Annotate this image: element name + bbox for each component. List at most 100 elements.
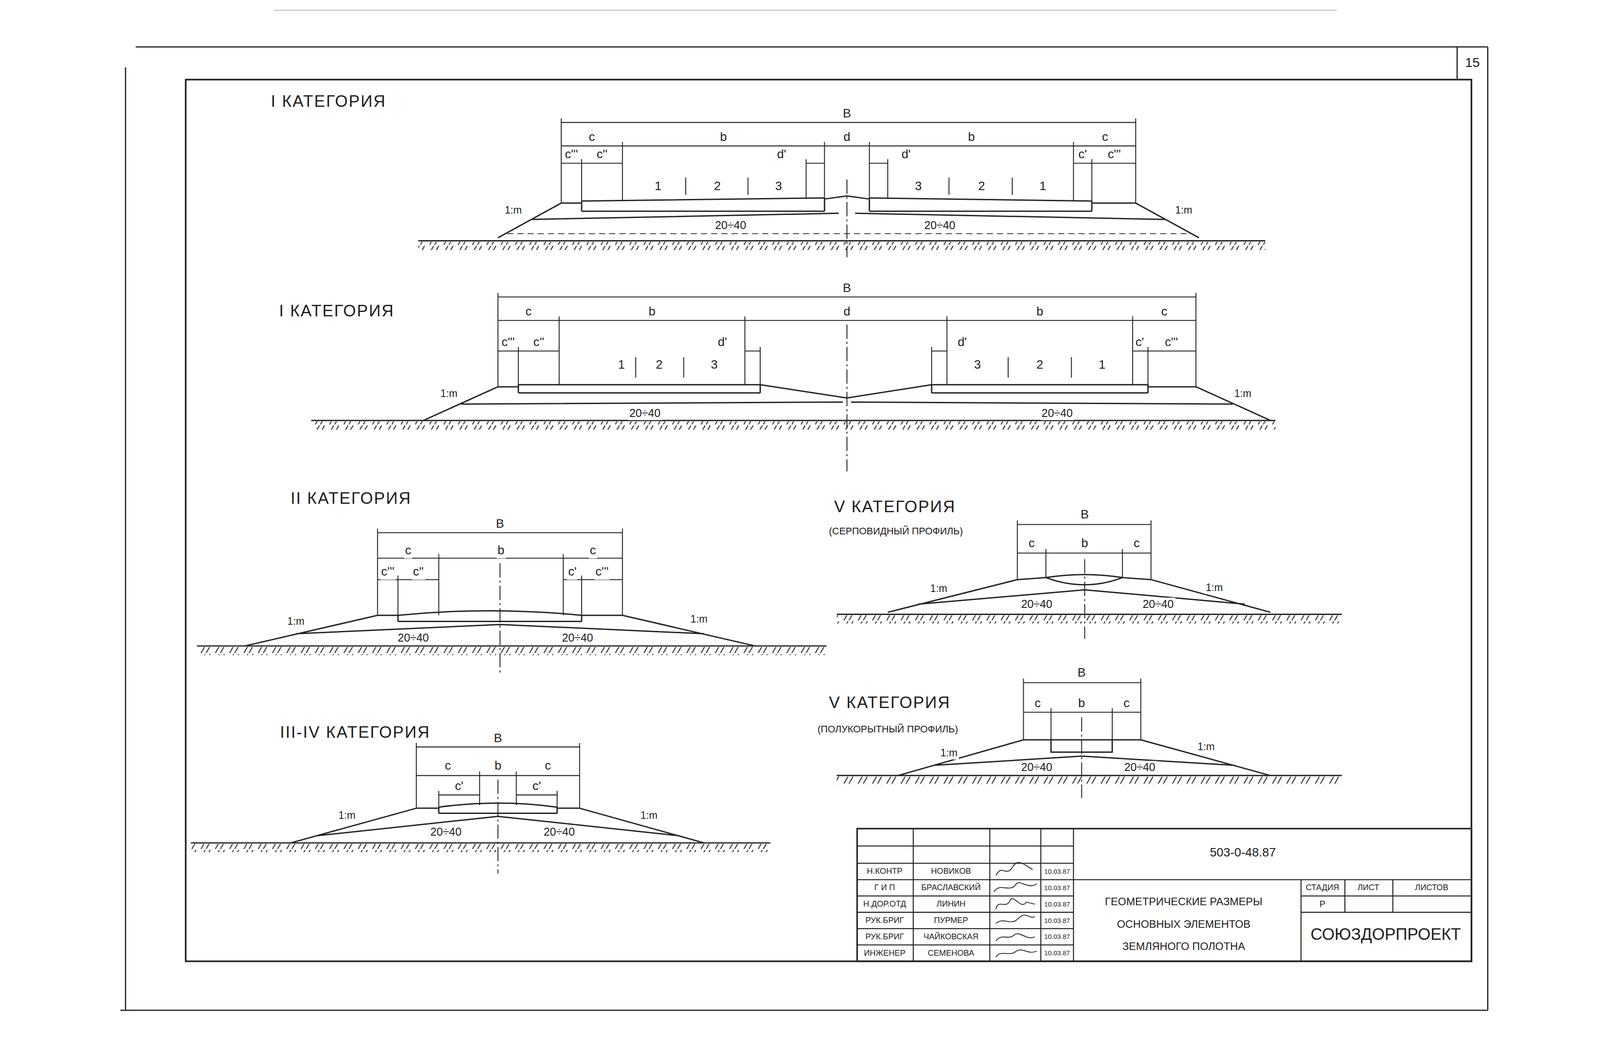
lane-number: 3: [774, 179, 784, 195]
dimension-label: c: [1122, 696, 1131, 711]
lane-number: 2: [977, 179, 987, 195]
dimension-label: c'': [411, 565, 425, 580]
dimension-label: В: [841, 281, 852, 296]
drawing-title: ГЕОМЕТРИЧЕСКИЕ РАЗМЕРЫ ОСНОВНЫХ ЭЛЕМЕНТО…: [1091, 889, 1277, 957]
dimension-label: c': [1134, 335, 1146, 350]
section-cat2: [197, 528, 827, 676]
dimension-label: c: [403, 543, 412, 559]
title-block-cell: 10.03.87: [1043, 883, 1072, 892]
section-cat3-4: [190, 742, 771, 874]
dimension-label: d: [842, 130, 852, 145]
axis-line: [1081, 717, 1083, 798]
lane-number: 3: [973, 358, 983, 373]
embankment: [291, 807, 705, 843]
crossfall-label: 20÷40: [1141, 597, 1175, 611]
dimension-label: c: [543, 759, 552, 774]
ground-line: [190, 842, 771, 844]
title-block-cell: ЛИСТОВ: [1413, 882, 1450, 893]
axis-line: [846, 324, 848, 472]
section-cat1-a: [418, 118, 1266, 257]
slope-ratio: 1:m: [929, 582, 949, 595]
base-line: [507, 233, 1193, 234]
dimension-label: c''': [563, 147, 579, 163]
pavement: [561, 195, 1136, 212]
profile-subtitle: (СЕРПОВИДНЫЙ ПРОФИЛЬ): [827, 525, 964, 537]
axis-line: [846, 179, 848, 257]
crossfall-label: 20÷40: [714, 218, 748, 232]
title-block-cell: Г И П: [873, 882, 897, 893]
ground-hatch: [418, 241, 1266, 250]
dimension-label: c: [1033, 696, 1042, 711]
dimension-label: b: [966, 130, 976, 145]
slope-ratio: 1:m: [337, 809, 357, 821]
title-block-cell: 10.03.87: [1043, 900, 1072, 908]
title-block-cell: РУК.БРИГ: [864, 915, 905, 925]
dimension-label: В: [493, 731, 504, 746]
title-block-grid: [857, 828, 1472, 961]
dimension-label: b: [718, 130, 728, 145]
lane-number: 2: [654, 358, 664, 373]
title-block-cell: ПУРМЕР: [932, 915, 970, 925]
lane-number: 1: [1097, 358, 1107, 373]
ground-line: [836, 613, 1342, 615]
pavement: [1023, 739, 1141, 753]
title-block-cell: СТАДИЯ: [1304, 882, 1340, 893]
dimension-label: c''': [380, 565, 396, 580]
dimension-label: c''': [500, 335, 516, 350]
sheet-number-box: [1456, 46, 1458, 80]
title-block-cell: Р: [1318, 898, 1327, 910]
slope-ratio: 1:m: [439, 388, 459, 400]
dimension-lines: [1017, 520, 1152, 580]
title-block-cell: 10.03.87: [1043, 949, 1072, 957]
axis-line: [1084, 559, 1086, 639]
axis-line: [497, 779, 499, 874]
dimension-lines: [561, 118, 1136, 212]
title-block-cell: Н.КОНТР: [866, 866, 904, 876]
category-heading: I КАТЕГОРИЯ: [269, 92, 388, 112]
title-block-cell: ИНЖЕНЕР: [862, 948, 907, 958]
dimension-label: d: [842, 305, 852, 320]
dimension-lines: [1023, 678, 1141, 740]
crossfall-label: 20÷40: [628, 406, 662, 420]
lane-number: 1: [617, 358, 626, 373]
dimension-label: b: [1035, 305, 1045, 320]
slope-ratio: 1:m: [286, 615, 306, 627]
dimension-label: В: [841, 107, 852, 122]
title-block-cell: СЕМЕНОВА: [926, 948, 975, 958]
crossfall-label: 20÷40: [1020, 597, 1054, 611]
lane-number: 2: [712, 179, 722, 195]
dimension-label: b: [493, 759, 503, 774]
dimension-label: c''': [594, 565, 610, 580]
crossfall-label: 20÷40: [542, 824, 576, 838]
crossfall-label: 20÷40: [429, 824, 463, 838]
slope-ratio: 1:m: [503, 204, 523, 216]
slope-ratio: 1:m: [1233, 388, 1253, 400]
category-heading: I КАТЕГОРИЯ: [278, 301, 396, 321]
lane-number: 1: [1038, 179, 1048, 195]
section-cat1-b: [311, 292, 1276, 472]
pavement: [1017, 574, 1152, 585]
outer-border: [120, 46, 1488, 1010]
title-block-border: [857, 828, 1472, 961]
slope-ratio: 1:m: [1174, 204, 1194, 216]
profile-subtitle: (ПОЛУКОРЫТНЫЙ ПРОФИЛЬ): [816, 723, 960, 735]
category-heading: II КАТЕГОРИЯ: [289, 489, 413, 509]
ground-line: [311, 419, 1276, 421]
dimension-label: c: [1160, 305, 1169, 320]
dimension-label: c': [1077, 147, 1088, 163]
title-block-cell: СОЮЗДОРПРОЕКТ: [1309, 924, 1462, 944]
dimension-label: c: [1101, 130, 1110, 145]
dimension-label: c': [566, 565, 578, 580]
ground-line: [836, 774, 1342, 777]
title-block-cell: ЛИНИН: [935, 899, 967, 909]
crossfall-label: 20÷40: [560, 631, 595, 645]
title-block-cell: 10.03.87: [1043, 932, 1072, 941]
ground-line: [418, 240, 1266, 242]
title-block: [857, 828, 1472, 961]
dimension-label: В: [494, 517, 505, 532]
lane-number: 3: [913, 179, 923, 195]
embankment: [887, 579, 1271, 613]
category-heading: V КАТЕГОРИЯ: [833, 497, 957, 517]
dimension-label: c: [524, 305, 533, 320]
